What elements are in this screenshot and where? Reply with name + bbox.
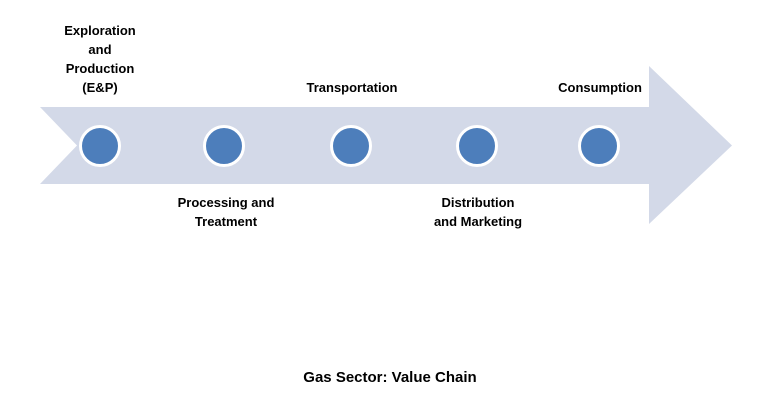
stage-label-transportation: Transportation	[306, 80, 398, 95]
value-chain-arrow	[40, 66, 732, 224]
stage-label-distribution-marketing: Distribution and Marketing	[433, 195, 523, 229]
stage-node-4	[456, 125, 498, 167]
stage-label-consumption: Consumption	[558, 80, 642, 95]
stage-node-1	[79, 125, 121, 167]
stage-label-exploration-production: Exploration and Production (E&P)	[64, 23, 136, 95]
stage-node-5	[578, 125, 620, 167]
stage-node-3	[330, 125, 372, 167]
stage-label-processing-treatment: Processing and Treatment	[177, 195, 275, 229]
stage-node-2	[203, 125, 245, 167]
diagram-title: Gas Sector: Value Chain	[303, 369, 477, 386]
